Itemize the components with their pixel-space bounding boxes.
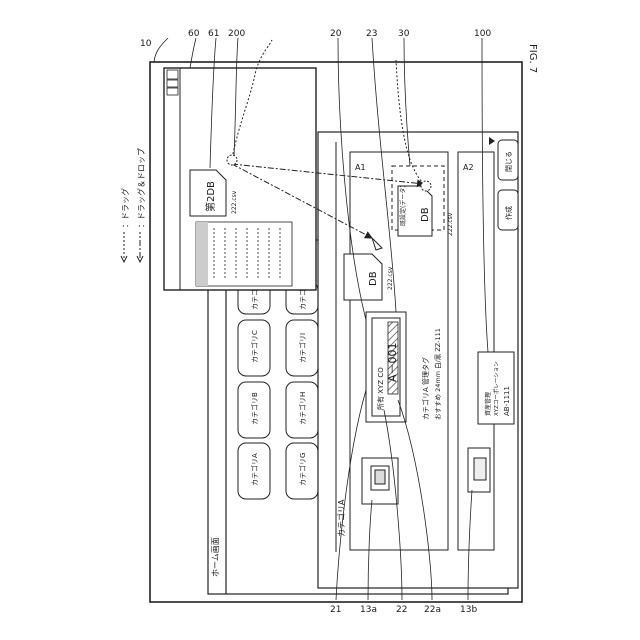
legend-drag: ：ドラッグ [120, 188, 130, 228]
maximize-icon[interactable] [167, 80, 178, 87]
legend-drag-drop: ：ドラッグ＆ドロップ [136, 148, 146, 228]
ref-13b: 13b [460, 605, 477, 615]
ref-200: 200 [228, 29, 245, 39]
home-screen-title: ホーム画面 [211, 537, 220, 577]
list-selection-bar [196, 222, 208, 286]
ref-23: 23 [366, 29, 377, 39]
category-tile[interactable]: カテゴリH [286, 382, 318, 438]
second-db-label: 第2DB [204, 181, 217, 212]
legend: ：ドラッグ ：ドラッグ＆ドロップ [120, 148, 146, 262]
asset-card[interactable]: 資産管理 XYZコーポレーション AB-1111 [478, 352, 514, 424]
area-a2-label: A2 [463, 163, 474, 172]
category-tile[interactable]: カテゴリC [238, 320, 270, 376]
ref-30: 30 [398, 29, 410, 39]
category-tile[interactable]: カテゴリG [286, 443, 318, 499]
area-a1-label: A1 [355, 163, 366, 172]
dragged-db-label: DB [368, 271, 379, 286]
minimize-icon[interactable] [167, 88, 178, 95]
asset-company: XYZコーポレーション [493, 361, 500, 416]
svg-text:カテゴリI: カテゴリI [298, 333, 307, 363]
close-button[interactable]: 閉じる [498, 140, 518, 180]
create-button[interactable]: 作成 [498, 190, 518, 230]
product-image-b [468, 448, 490, 492]
category-tile[interactable]: カテゴリA [238, 443, 270, 499]
ref-10: 10 [140, 39, 152, 49]
ref-22a: 22a [424, 605, 441, 615]
ref-60: 60 [188, 29, 200, 39]
explorer-list-pane [196, 222, 292, 286]
svg-text:カテゴリC: カテゴリC [250, 330, 259, 363]
svg-text:カテゴリH: カテゴリH [298, 392, 307, 425]
ref-13a: 13a [360, 605, 377, 615]
product-spec: おすすめ 24mm 白/黒 ZZ-111 [433, 328, 442, 420]
svg-text:カテゴリB: カテゴリB [250, 392, 259, 425]
product-name: カテゴリA 管理タグ [421, 357, 430, 420]
db-file-name: 222.csv [447, 212, 454, 236]
ref-61: 61 [208, 29, 219, 39]
close-icon[interactable] [167, 70, 178, 79]
category-tile[interactable]: カテゴリB [238, 382, 270, 438]
second-db-file-name: 222.csv [231, 190, 238, 214]
tag-header: 所有 XYZ CO [376, 367, 385, 410]
explorer-window[interactable]: 第2DB 222.csv [164, 68, 316, 290]
svg-text:閉じる: 閉じる [505, 151, 513, 172]
ref-21: 21 [330, 605, 341, 615]
figure-label: FIG. 7 [527, 44, 538, 73]
asset-code: AB-1111 [503, 386, 511, 416]
svg-text:カテゴリG: カテゴリG [298, 453, 307, 486]
db-note: 既設定(データ) [399, 185, 407, 226]
category-tile[interactable]: カテゴリI [286, 320, 318, 376]
asset-title: 資産管理 [484, 392, 492, 416]
svg-text:カテゴリA: カテゴリA [250, 453, 259, 486]
svg-text:作成: 作成 [504, 206, 513, 220]
ref-100: 100 [474, 29, 491, 39]
ref-20: 20 [330, 29, 342, 39]
db-label: DB [420, 207, 431, 222]
ref-22: 22 [396, 605, 407, 615]
tag-code: A－001 [386, 342, 399, 382]
